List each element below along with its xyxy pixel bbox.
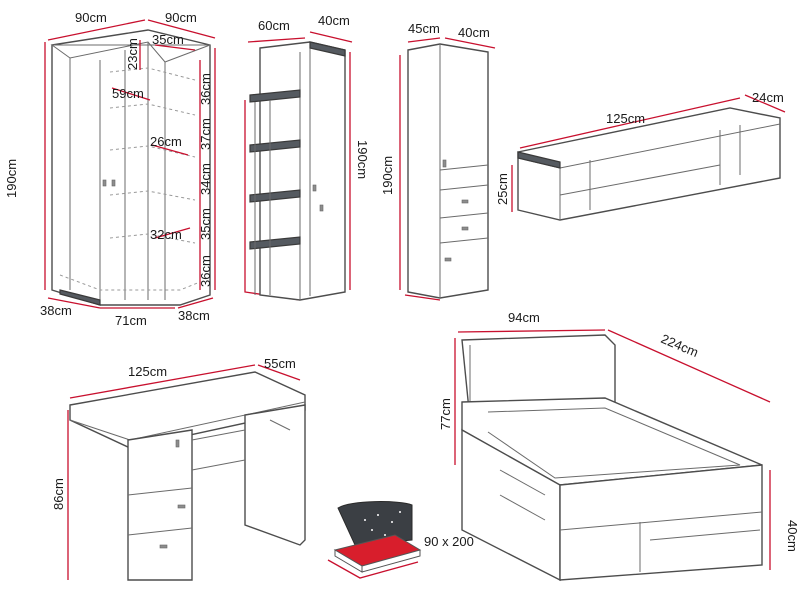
shelf-unit-width: 60cm (258, 18, 290, 33)
desk: 125cm 55cm 86cm (51, 356, 306, 581)
shelf-unit-height: 190cm (355, 140, 370, 179)
door-handle-icon (111, 179, 116, 187)
wardrobe-shelf-gap-3: 34cm (198, 163, 213, 195)
bed-width: 94cm (508, 310, 540, 325)
cabinet-handle-icon (312, 184, 317, 192)
wall-shelf-width: 125cm (606, 111, 645, 126)
wardrobe-base-mid: 71cm (115, 313, 147, 328)
tall-cabinet-width: 45cm (408, 21, 440, 36)
door-handle-icon (102, 179, 107, 187)
wardrobe-shelf-width-1: 26cm (150, 134, 182, 149)
desk-handle-icon (159, 544, 168, 549)
desk-handle-icon (177, 504, 186, 509)
wall-shelf: 125cm 24cm 25cm (495, 90, 786, 221)
desk-width: 125cm (128, 364, 167, 379)
tall-cabinet-depth: 40cm (458, 25, 490, 40)
wardrobe-width-right: 90cm (165, 10, 197, 25)
mattress-size: 90 x 200 (424, 534, 474, 549)
wardrobe-width-left: 90cm (75, 10, 107, 25)
wardrobe-shelf-gap-2: 37cm (198, 118, 213, 150)
shelf-unit: 60cm 40cm 190cm (244, 13, 370, 301)
desk-handle-icon (175, 439, 180, 448)
cabinet-handle-icon (442, 159, 447, 168)
wardrobe-shelf-width-2: 32cm (150, 227, 182, 242)
bed-headboard-height: 77cm (438, 398, 453, 430)
cabinet-handle-icon (319, 204, 324, 212)
wardrobe-base-left: 38cm (40, 303, 72, 318)
corner-wardrobe: 90cm 90cm 190cm 23cm 35cm 59cm 36cm 37cm… (4, 10, 216, 328)
wall-shelf-height: 25cm (495, 173, 510, 205)
drawer-handle-icon (444, 257, 452, 262)
drawer-handle-icon (461, 226, 469, 231)
mattress-icon: 90 x 200 (327, 501, 474, 579)
wardrobe-height: 190cm (4, 159, 19, 198)
wardrobe-rail-width: 59cm (112, 86, 144, 101)
wardrobe-base-right: 38cm (178, 308, 210, 323)
wardrobe-inner-top: 23cm (125, 38, 140, 70)
shelf-unit-depth: 40cm (318, 13, 350, 28)
wardrobe-shelf-gap-1: 36cm (198, 73, 213, 105)
bed-side-height: 40cm (785, 520, 800, 552)
desk-depth: 55cm (264, 356, 296, 371)
wall-shelf-depth: 24cm (752, 90, 784, 105)
bed: 94cm 224cm 77cm 40cm (438, 310, 800, 582)
drawer-handle-icon (461, 199, 469, 204)
desk-height: 86cm (51, 478, 66, 510)
tall-cabinet: 45cm 40cm 190cm (380, 21, 496, 301)
tall-cabinet-height: 190cm (380, 156, 395, 195)
wardrobe-inner-depth: 35cm (152, 32, 184, 47)
wardrobe-shelf-gap-5: 36cm (198, 255, 213, 287)
wardrobe-shelf-gap-4: 35cm (198, 208, 213, 240)
